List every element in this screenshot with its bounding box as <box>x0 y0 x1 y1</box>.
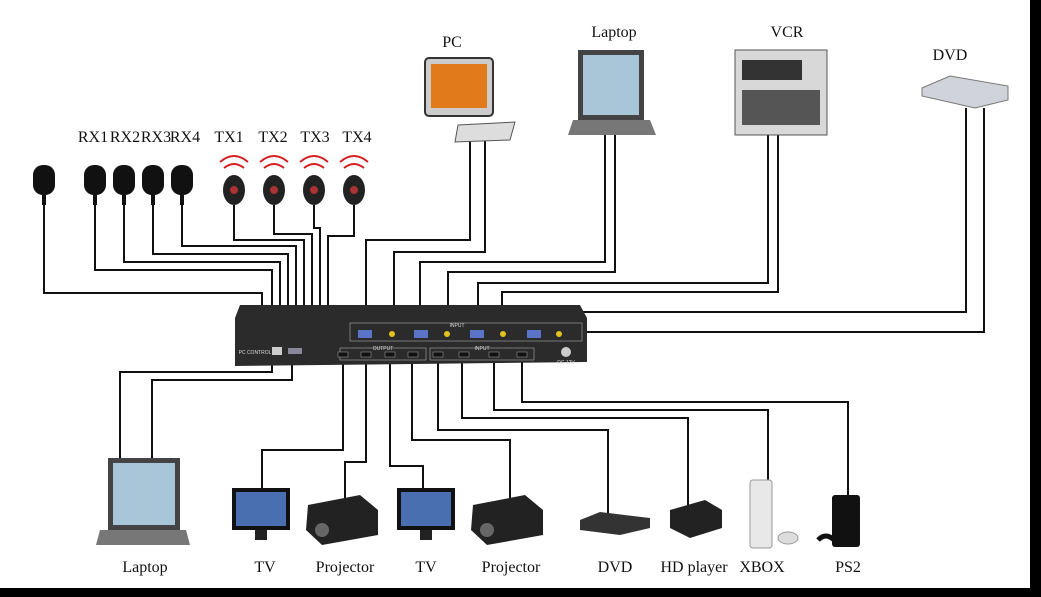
label-projector-2: Projector <box>482 559 541 576</box>
ir-receiver-icon <box>33 165 55 205</box>
projector-icon <box>471 495 543 545</box>
ir-receivers: RX1 RX2 RX3 RX4 <box>33 129 200 205</box>
label-dvd-bottom: DVD <box>598 559 633 576</box>
label-tv-2: TV <box>415 559 437 576</box>
output-label: OUTPUT <box>373 346 394 352</box>
rs232-port <box>288 348 302 354</box>
vcr-icon <box>734 49 828 136</box>
tv-icon <box>232 488 290 540</box>
power-label: DC 12V <box>557 360 575 366</box>
dvd-player-bottom-icon <box>580 512 650 535</box>
bottom-labels: Laptop TV Projector TV Projector DVD HD … <box>122 559 861 576</box>
input-hdmi-label: INPUT <box>475 346 490 352</box>
label-vcr: VCR <box>771 24 804 41</box>
pc-control-label: PC CONTROL <box>239 350 272 356</box>
ir-transmitter-icon <box>219 155 249 205</box>
input-vga-label: INPUT <box>450 323 465 329</box>
ir-transmitter-icon <box>299 155 329 205</box>
cables <box>43 108 985 515</box>
ir-transmitter-icon <box>259 155 289 205</box>
label-tx2: TX2 <box>258 129 287 146</box>
pc-icon <box>424 57 516 143</box>
label-dvd-top: DVD <box>933 47 968 64</box>
label-rx4: RX4 <box>170 129 200 146</box>
power-port <box>561 347 571 357</box>
label-laptop-bottom: Laptop <box>122 559 167 576</box>
label-tx3: TX3 <box>300 129 329 146</box>
ir-transmitters: TX1 TX2 TX3 TX4 <box>214 129 372 205</box>
projector-icon <box>306 495 378 545</box>
label-rx2: RX2 <box>110 129 140 146</box>
laptop-icon <box>568 50 656 135</box>
ir-receiver-icon <box>113 165 135 205</box>
ir-receiver-icon <box>171 165 193 205</box>
label-tv-1: TV <box>254 559 276 576</box>
ir-receiver-icon <box>84 165 106 205</box>
label-rx3: RX3 <box>141 129 171 146</box>
label-ps2: PS2 <box>835 559 861 576</box>
label-xbox: XBOX <box>739 559 785 576</box>
laptop-bottom-icon <box>96 458 190 545</box>
label-hd-player: HD player <box>660 559 728 576</box>
label-projector-1: Projector <box>316 559 375 576</box>
label-pc: PC <box>442 34 462 51</box>
tv-icon <box>397 488 455 540</box>
label-rx1: RX1 <box>78 129 108 146</box>
ps2-icon <box>816 495 860 547</box>
dvd-player-icon <box>921 75 1009 109</box>
label-laptop-top: Laptop <box>591 24 636 41</box>
hd-player-icon <box>670 500 722 538</box>
xbox-icon <box>749 479 799 549</box>
ir-receiver-icon <box>142 165 164 205</box>
rj45-port <box>272 347 282 355</box>
matrix-switcher: INPUT OUTPUT INPUT PC CONTROL DC 12V <box>235 305 587 366</box>
ir-transmitter-icon <box>339 155 369 205</box>
label-tx4: TX4 <box>342 129 371 146</box>
label-tx1: TX1 <box>214 129 243 146</box>
